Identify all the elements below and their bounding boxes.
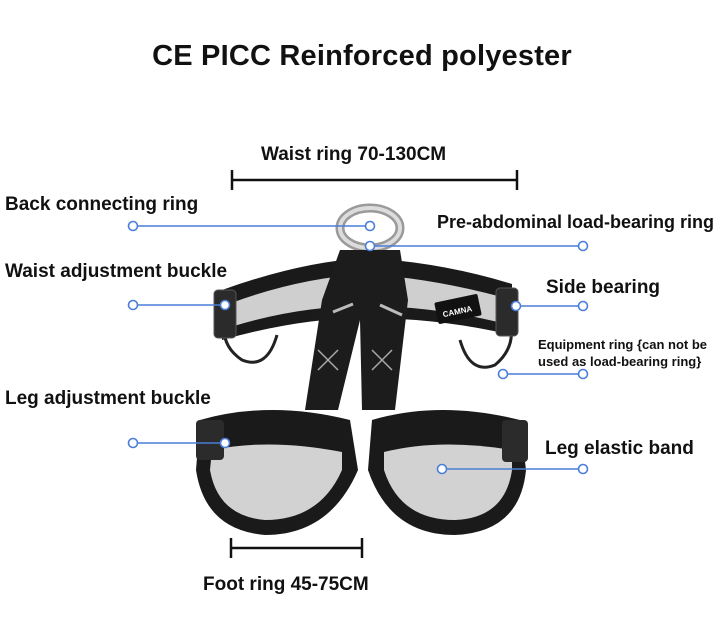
callout-dot-side-bearing [577,300,589,312]
foot-dimension-line [229,538,364,558]
label-waist-ring: Waist ring 70-130CM [261,144,447,165]
label-side-bearing: Side bearing [546,277,661,298]
label-pre-abdominal-ring: Pre-abdominal load-bearing ring [437,212,715,232]
label-back-connecting-ring: Back connecting ring [5,194,199,215]
callout-dot-pre-abdominal [577,240,589,252]
callout-dot-leg-buckle [127,437,139,449]
label-foot-ring: Foot ring 45-75CM [203,574,369,595]
label-leg-adjustment-buckle: Leg adjustment buckle [5,388,211,409]
callout-dot-back-ring [127,220,139,232]
label-leg-elastic-band: Leg elastic band [545,438,694,459]
waist-dimension-line [230,170,519,190]
page-title: CE PICC Reinforced polyester [152,40,572,72]
callout-dot-leg-elastic [577,463,589,475]
callout-dot-equipment-ring [577,368,589,380]
label-equipment-ring-line1: Equipment ring {can not be [538,337,708,352]
label-equipment-ring: Equipment ring {can not be used as load-… [538,336,707,370]
label-waist-adjustment-buckle: Waist adjustment buckle [5,261,228,282]
callout-dot-waist-buckle [127,299,139,311]
harness-image: CAMNA [196,203,528,535]
label-equipment-ring-line2: used as load-bearing ring} [538,354,702,369]
